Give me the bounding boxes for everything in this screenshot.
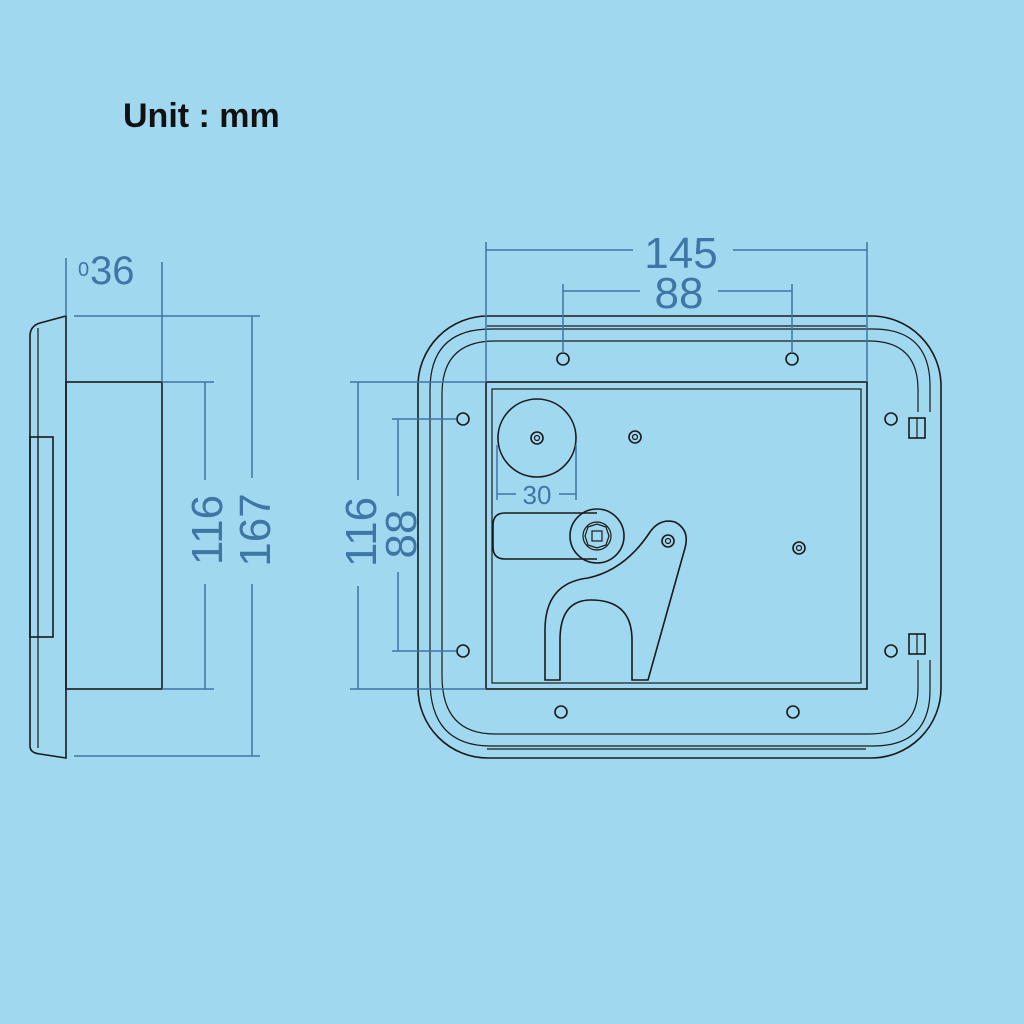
side-view-lock-box — [65, 381, 163, 690]
front-height-value: 116 — [337, 497, 386, 567]
mount-hole-top-left — [556, 352, 570, 366]
knob-diameter-value: 30 — [523, 480, 552, 510]
knob-center-outer — [530, 431, 544, 445]
mount-hole-left-bottom — [456, 644, 470, 658]
front-holes-h-value: 88 — [655, 269, 704, 318]
side-view: 0 36 116 167 — [29, 249, 280, 759]
frame-inner-rim — [429, 328, 931, 747]
side-inner-height-value: 116 — [183, 495, 232, 565]
latch-pivot-ring — [569, 508, 625, 564]
knob-center-inner — [533, 434, 541, 442]
side-outer-height-value: 167 — [231, 493, 280, 566]
unit-label: Unit : mm — [123, 97, 280, 135]
side-depth-prefix: 0 — [78, 259, 89, 281]
paddle-handle — [544, 520, 688, 681]
screw-upper — [628, 430, 642, 444]
mount-hole-bottom-left — [554, 705, 568, 719]
side-depth-value: 36 — [90, 249, 135, 293]
latch-spindle-square — [591, 530, 603, 542]
inner-panel-inner — [491, 388, 862, 684]
front-width-value: 145 — [644, 229, 717, 278]
mount-hole-right-top — [884, 412, 898, 426]
mount-hole-bottom-right — [786, 705, 800, 719]
latch-pivot-hub — [582, 521, 612, 551]
paddle-pivot-inner — [664, 537, 672, 545]
mount-hole-right-bottom — [884, 644, 898, 658]
frame-inner-rim-2 — [441, 340, 919, 735]
mount-hole-left-top — [456, 412, 470, 426]
frame-outer — [417, 315, 942, 759]
side-view-handle-recess — [29, 436, 54, 638]
side-view-outer-profile — [29, 314, 67, 759]
front-view: 145 88 116 88 30 — [337, 229, 942, 759]
front-holes-v-value: 88 — [377, 510, 426, 559]
inner-panel-outer — [485, 381, 868, 690]
paddle-pivot-outer — [661, 534, 675, 548]
latch-arm — [492, 512, 597, 560]
screw-right — [792, 541, 806, 555]
mount-hole-top-right — [785, 352, 799, 366]
latch-spindle — [584, 523, 610, 549]
knob-disc — [497, 398, 577, 478]
